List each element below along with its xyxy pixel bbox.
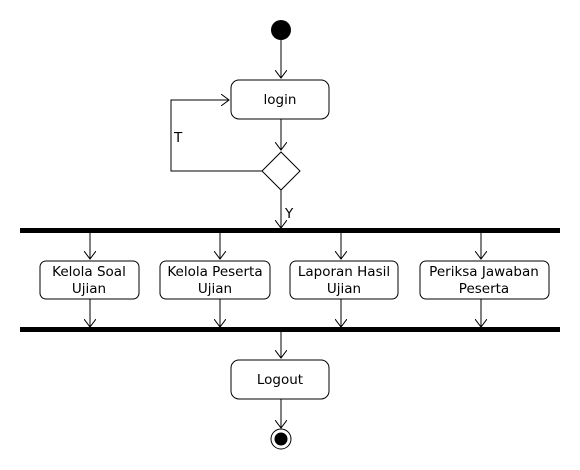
kelola-peserta-line1: Kelola Peserta [167,264,262,280]
decision-node [261,151,301,191]
edge-decision-loop [170,100,262,172]
laporan-line1: Laporan Hasil [298,264,390,280]
kelola-soal-line2: Ujian [72,281,106,297]
kelola-peserta-line2: Ujian [198,281,232,297]
guard-true-label: Y [284,206,294,222]
laporan-line2: Ujian [327,281,361,297]
action-periksa-jawaban-peserta: Periksa Jawaban Peserta [419,260,550,300]
action-logout: Logout [230,359,330,400]
action-login: login [230,79,330,120]
action-kelola-soal-ujian: Kelola Soal Ujian [39,260,140,300]
action-laporan-hasil-ujian: Laporan Hasil Ujian [289,260,399,300]
final-node [270,428,292,450]
kelola-soal-line1: Kelola Soal [52,264,126,280]
join-bar [20,327,560,332]
action-logout-label: Logout [257,372,303,388]
guard-false-label: T [173,130,183,146]
periksa-line2: Peserta [459,281,509,297]
action-kelola-peserta-ujian: Kelola Peserta Ujian [159,260,271,300]
action-login-label: login [264,92,297,108]
initial-node [271,20,291,40]
fork-bar [20,228,560,233]
periksa-line1: Periksa Jawaban [429,264,539,280]
